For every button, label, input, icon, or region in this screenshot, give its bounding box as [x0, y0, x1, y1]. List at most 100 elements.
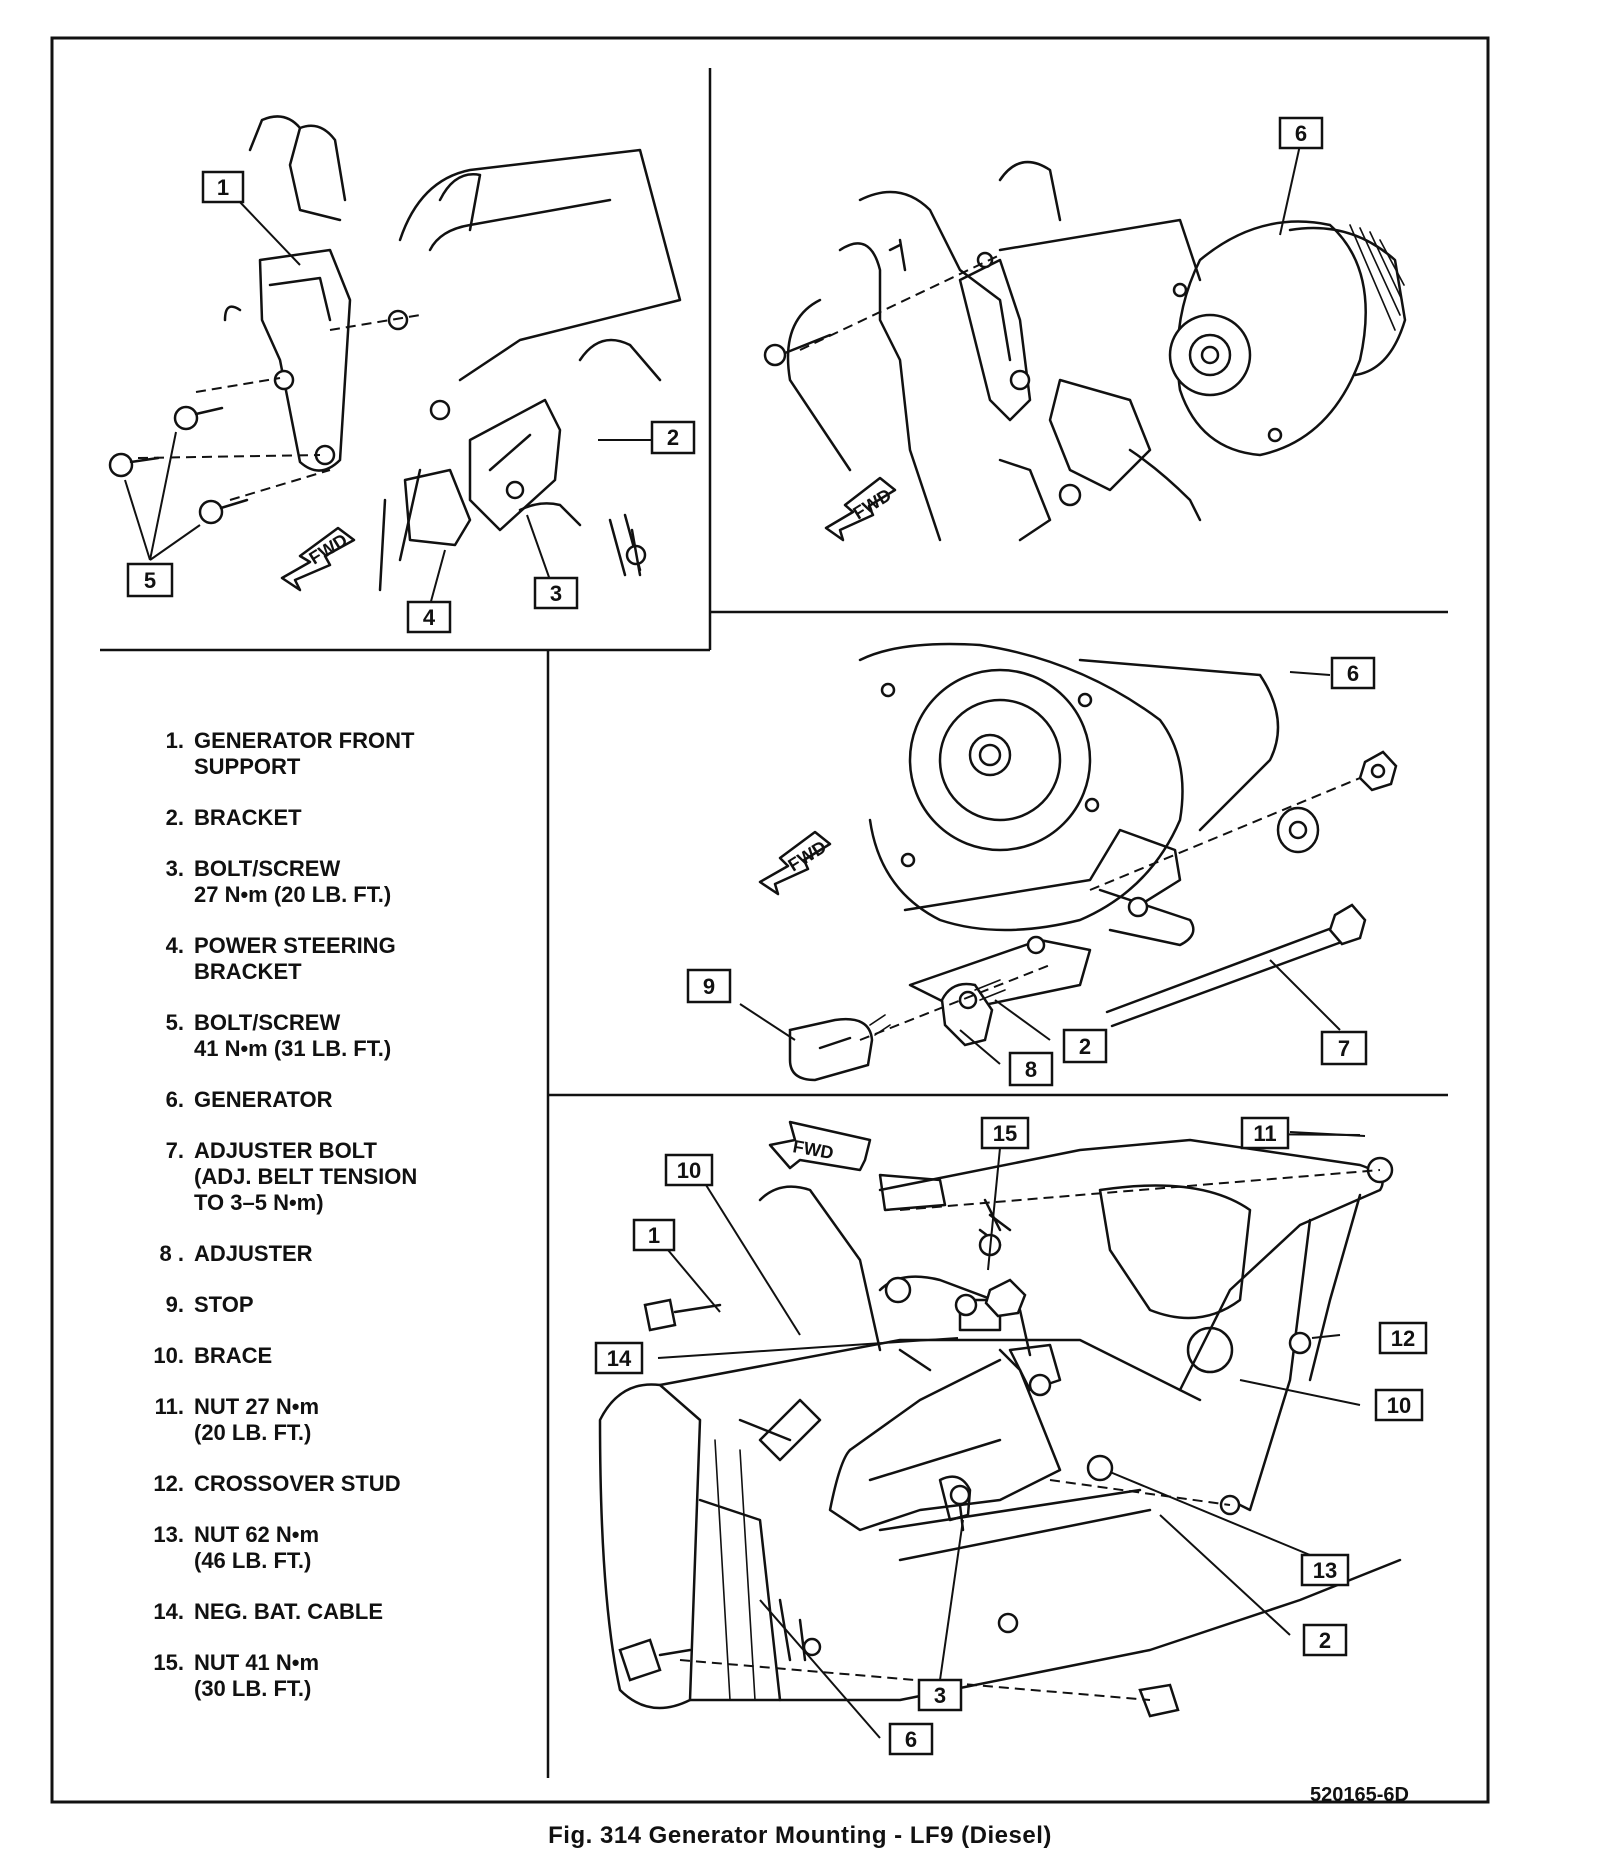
- callout-label: 2: [1319, 1628, 1331, 1653]
- fwd-arrow-icon: FWD: [824, 476, 897, 542]
- legend-num: 5.: [165, 1010, 184, 1035]
- legend-text: CROSSOVER STUD: [194, 1471, 401, 1496]
- legend-text: BRACKET: [194, 805, 302, 830]
- legend-text: ADJUSTER BOLT: [194, 1138, 377, 1163]
- callout-7: 7: [1320, 1030, 1368, 1066]
- legend-text: BOLT/SCREW: [194, 1010, 341, 1035]
- callout-6: 6: [1330, 656, 1376, 690]
- legend-text: TO 3–5 N•m): [194, 1190, 324, 1215]
- callout-label: 6: [1347, 661, 1359, 686]
- callout-13: 13: [1300, 1553, 1350, 1587]
- legend-item: 11.NUT 27 N•m(20 LB. FT.): [140, 1394, 500, 1446]
- fwd-label: FWD: [791, 1136, 835, 1163]
- figure-caption: Fig. 314 Generator Mounting - LF9 (Diese…: [548, 1822, 1052, 1849]
- bolt-icon: [108, 452, 160, 478]
- legend-num: 2.: [165, 805, 184, 830]
- callout-11: 11: [1240, 1116, 1290, 1150]
- legend-num: 12.: [153, 1471, 184, 1496]
- legend-text: BRACE: [194, 1343, 273, 1368]
- callout-label: 8: [1025, 1057, 1037, 1082]
- callout-label: 14: [607, 1346, 632, 1371]
- callout-label: 10: [677, 1158, 701, 1183]
- legend-text: (30 LB. FT.): [194, 1676, 312, 1701]
- fwd-arrow-icon: FWD: [280, 526, 356, 592]
- legend-item: 8 .ADJUSTER: [140, 1241, 500, 1267]
- legend-text: 41 N•m (31 LB. FT.): [194, 1036, 392, 1061]
- callout-12: 12: [1378, 1321, 1428, 1355]
- callout-label: 4: [423, 605, 436, 630]
- fwd-arrow-icon: FWD: [768, 1120, 872, 1172]
- callout-4: 4: [406, 600, 452, 634]
- stop-icon: [788, 1014, 891, 1082]
- callout-1: 1: [201, 170, 245, 204]
- legend-item: 13.NUT 62 N•m(46 LB. FT.): [140, 1522, 500, 1574]
- callout-9: 9: [686, 968, 732, 1004]
- adjuster-bolt-icon: [1105, 903, 1367, 1028]
- callout-label: 11: [1253, 1121, 1276, 1146]
- callout-label: 2: [667, 425, 679, 450]
- callout-10: 10: [664, 1153, 714, 1187]
- legend-text: GENERATOR: [194, 1087, 333, 1112]
- legend-text: NEG. BAT. CABLE: [194, 1599, 384, 1624]
- bolt-icon: [763, 333, 832, 367]
- callout-label: 3: [550, 581, 562, 606]
- callout-8: 8: [1008, 1051, 1054, 1087]
- legend-text: 27 N•m (20 LB. FT.): [194, 882, 392, 907]
- callout-1: 1: [632, 1218, 676, 1252]
- callout-label: 9: [703, 974, 715, 999]
- bolt-icon: [625, 528, 647, 577]
- panel-a-illustration: [108, 115, 682, 606]
- fwd-arrow-icon: FWD: [758, 830, 832, 896]
- callout-label: 3: [934, 1683, 946, 1708]
- callout-15: 15: [980, 1116, 1030, 1150]
- legend-num: 3.: [165, 856, 184, 881]
- callout-6: 6: [1278, 116, 1324, 150]
- figure-code: 520165-6D: [1310, 1784, 1409, 1806]
- legend-item: 10. BRACE: [140, 1343, 500, 1369]
- legend-text: POWER STEERING: [194, 933, 396, 958]
- callout-label: 7: [1338, 1036, 1350, 1061]
- callout-label: 6: [1295, 121, 1307, 146]
- callout-6: 6: [888, 1722, 934, 1756]
- legend-text: STOP: [194, 1292, 254, 1317]
- callout-2: 2: [650, 420, 696, 455]
- adjuster-icon: [940, 979, 1006, 1047]
- legend-num: 11.: [154, 1394, 184, 1419]
- legend-num: 8 .: [159, 1241, 184, 1266]
- callout-14: 14: [594, 1341, 644, 1375]
- legend-text: GENERATOR FRONT: [194, 728, 415, 753]
- legend-text: BRACKET: [194, 959, 302, 984]
- callout-3: 3: [917, 1678, 963, 1712]
- legend-num: 10.: [153, 1343, 184, 1368]
- legend-text: NUT 41 N•m: [194, 1650, 320, 1675]
- legend-num: 6.: [165, 1087, 184, 1112]
- legend-item: 2. BRACKET: [140, 805, 500, 831]
- legend-text: BOLT/SCREW: [194, 856, 341, 881]
- callout-label: 2: [1079, 1034, 1091, 1059]
- legend-item: 9. STOP: [140, 1292, 500, 1318]
- legend-num: 13.: [153, 1522, 184, 1547]
- outer-frame: [50, 36, 1490, 1804]
- callout-label: 5: [144, 568, 156, 593]
- legend-text: (46 LB. FT.): [194, 1548, 312, 1573]
- legend-num: 15.: [153, 1650, 184, 1675]
- legend-item: 14.NEG. BAT. CABLE: [140, 1599, 500, 1625]
- callout-10: 10: [1374, 1388, 1424, 1422]
- legend-item: 15. NUT 41 N•m(30 LB. FT.): [140, 1650, 500, 1702]
- bolt-icon: [173, 405, 224, 431]
- callout-2: 2: [1302, 1623, 1348, 1657]
- panel-c-illustration: [739, 642, 1398, 1082]
- legend-num: 1.: [165, 728, 184, 753]
- fwd-label: FWD: [850, 485, 895, 524]
- legend-num: 9.: [165, 1292, 184, 1317]
- legend-num: 4.: [165, 933, 184, 958]
- panel-b-illustration: [763, 144, 1407, 542]
- bolt-icon: [198, 498, 249, 525]
